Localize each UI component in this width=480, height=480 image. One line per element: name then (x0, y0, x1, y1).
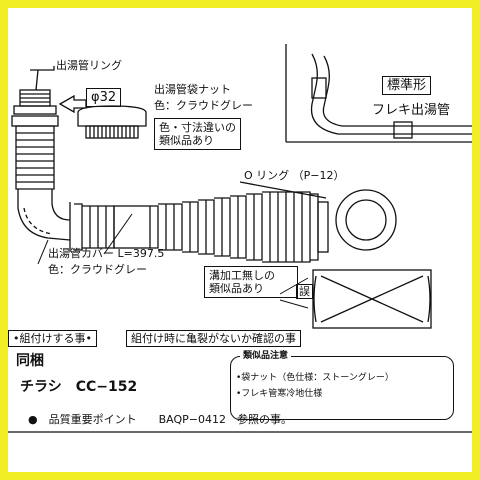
technical-drawing (8, 44, 472, 433)
similar-caution-title: 類似品注意 (240, 352, 292, 361)
similar-note: 色・寸法違いの 類似品あり (154, 118, 241, 151)
quality-point: ● 品質重要ポイント BAQP−0412 参照の事。 (28, 413, 292, 426)
standard-type-label: 標準形 (382, 76, 432, 95)
crossed-box-icon (312, 269, 432, 329)
similar-caution-box (230, 356, 454, 420)
nut-title: 出湯管袋ナット (154, 83, 231, 96)
groove-line2: 類似品あり (209, 282, 264, 296)
flex-pipe-label: フレキ出湯管 (372, 103, 451, 118)
assemble-label: •組付けする事• (8, 330, 97, 347)
similar-note-line1: 色・寸法違いの (159, 121, 236, 134)
cover-color: 色：クラウドグレー (48, 263, 147, 276)
assemble-note: 組付け時に亀裂がないか確認の事 (126, 330, 301, 347)
bundle-title: 同梱 (16, 353, 44, 369)
diameter-label: φ32 (86, 88, 122, 107)
wrong-mark: 誤 (296, 284, 313, 299)
groove-line1: 溝加工無しの (209, 269, 275, 282)
hose-cover-horizontal (69, 181, 329, 263)
hose-bellows-vertical (11, 105, 71, 241)
standard-flex-pipe-sketch (285, 44, 472, 143)
pipe-nut-part (77, 105, 147, 139)
left-arrow-icon (58, 94, 87, 114)
o-ring-label: O リング （P−12） (244, 169, 345, 182)
cover-title: 出湯管カバー L=397.5 (48, 247, 165, 260)
drawing-frame: 出湯管リング φ32 出湯管袋ナット 色：クラウドグレー 色・寸法違いの 類似品… (8, 8, 472, 472)
similar-caution-1: •袋ナット（色仕様：ストーングレー） (236, 373, 394, 383)
flyer-label: チラシ CC−152 (20, 379, 138, 395)
similar-caution-2: •フレキ管寒冷地仕様 (236, 389, 323, 399)
ring-label: 出湯管リング (56, 59, 122, 72)
o-ring-part (335, 189, 397, 251)
leader-lines (37, 213, 309, 309)
pipe-ring-part (19, 66, 55, 107)
groove-note: 溝加工無しの 類似品あり (204, 266, 298, 299)
similar-note-line2: 類似品あり (159, 134, 214, 148)
nut-color: 色：クラウドグレー (154, 99, 253, 112)
